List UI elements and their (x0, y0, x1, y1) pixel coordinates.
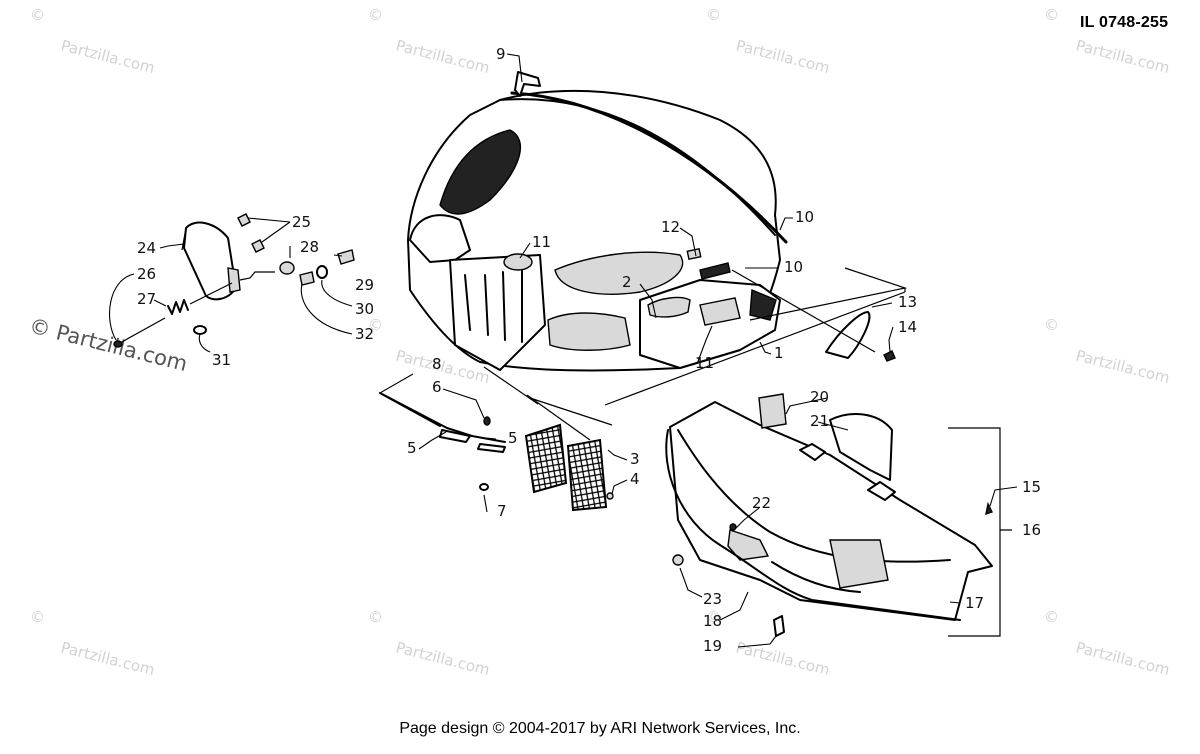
watermark: © (30, 608, 45, 626)
callout-16: 14 (898, 318, 917, 336)
callout-30: 28 (300, 238, 319, 256)
watermark: Partzilla.com (734, 36, 831, 77)
watermark: © (706, 608, 721, 626)
watermark: © (706, 6, 721, 24)
callout-2: 2 (622, 273, 632, 291)
watermark: Partzilla.com (394, 638, 491, 679)
callout-9: 9 (496, 45, 506, 63)
callout-3: 3 (630, 450, 640, 468)
watermark: © (1044, 608, 1059, 626)
callout-5-left: 5 (407, 439, 417, 457)
leader-lines (109, 53, 1018, 648)
callout-1: 1 (774, 344, 784, 362)
callout-13: 11 (532, 233, 551, 251)
watermark: © (368, 608, 383, 626)
callout-22: 20 (810, 388, 829, 406)
watermark: Partzilla.com (59, 36, 156, 77)
callout-26: 24 (137, 239, 156, 257)
headlight-assembly (113, 213, 355, 348)
watermark: Partzilla.com (1074, 36, 1171, 77)
callout-32-right: 30 (355, 300, 374, 318)
callout-7: 7 (497, 502, 507, 520)
callouts: 9 10 11 12 10 2 11 1 13 14 8 6 5 5 7 3 4… (137, 45, 1041, 655)
watermark: Partzilla.com (1074, 638, 1171, 679)
callout-4: 4 (630, 470, 640, 488)
watermark: Partzilla.com (734, 638, 831, 679)
callout-23: 21 (810, 412, 829, 430)
callout-10: 10 (795, 208, 814, 226)
hood-assembly (407, 71, 908, 406)
callout-28: 26 (137, 265, 156, 283)
watermark: © (1044, 316, 1059, 334)
callout-31: 29 (355, 276, 374, 294)
watermark: © (368, 316, 383, 334)
callout-20: 18 (703, 612, 722, 630)
callout-14: 12 (661, 218, 680, 236)
callout-8: 8 (432, 355, 442, 373)
callout-17: 15 (1022, 478, 1041, 496)
callout-21: 19 (703, 637, 722, 655)
callout-19: 17 (965, 594, 984, 612)
callout-12: 10 (784, 258, 803, 276)
callout-29: 27 (137, 290, 156, 308)
callout-6: 6 (432, 378, 442, 396)
callout-5-right: 5 (508, 429, 518, 447)
illustration-id: IL 0748-255 (1080, 14, 1169, 31)
callout-25: 23 (703, 590, 722, 608)
watermark: © (30, 6, 45, 24)
watermark: Partzilla.com (394, 36, 491, 77)
footer-copyright: Page design © 2004-2017 by ARI Network S… (399, 720, 801, 737)
callout-27: 25 (292, 213, 311, 231)
watermark: Partzilla.com (59, 638, 156, 679)
callout-32-left: 31 (212, 351, 231, 369)
callout-11: 11 (695, 354, 714, 372)
callout-33: 32 (355, 325, 374, 343)
callout-24: 22 (752, 494, 771, 512)
watermark-main: © Partzilla.com (27, 314, 190, 376)
callout-15: 13 (898, 293, 917, 311)
grille-assembly (379, 366, 614, 512)
storage-tray (665, 269, 1012, 637)
callout-18: 16 (1022, 521, 1041, 539)
watermark: Partzilla.com (1074, 346, 1171, 387)
watermark: © (368, 6, 383, 24)
watermark: © (1044, 6, 1059, 24)
